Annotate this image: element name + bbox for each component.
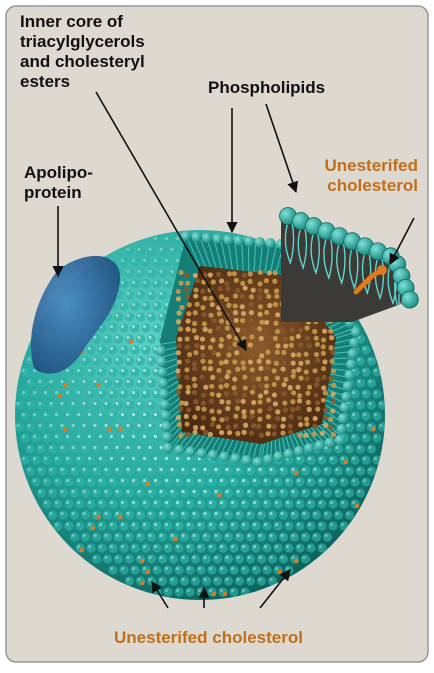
label-apolipoprotein: Apolipo- protein <box>24 163 93 203</box>
label-phospholipids: Phospholipids <box>208 78 325 98</box>
label-unesterified-cholesterol-top: Unesterifed cholesterol <box>318 156 418 196</box>
label-unesterified-cholesterol-bottom: Unesterifed cholesterol <box>114 628 303 648</box>
label-inner-core: Inner core of triacylglycerols and chole… <box>20 12 145 92</box>
